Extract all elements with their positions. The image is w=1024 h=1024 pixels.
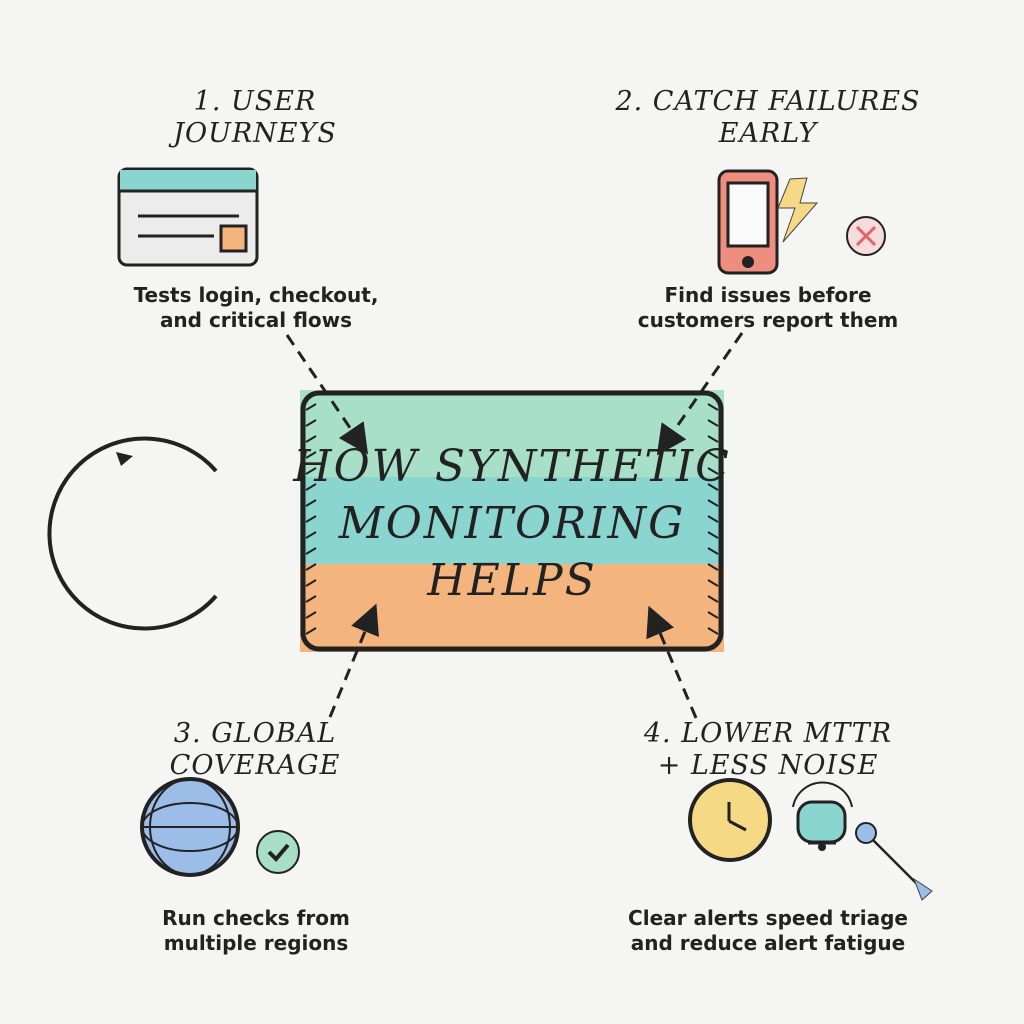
step-3-heading: 3. Global coverage xyxy=(130,718,380,782)
title-line-3: helps xyxy=(427,555,597,606)
cycle-arrow-icon xyxy=(47,436,218,631)
connector-arrow-3 xyxy=(328,603,379,718)
step-2-heading-line-1: 2. Catch failures xyxy=(615,86,921,117)
bell-icon xyxy=(792,781,853,851)
connector-arrow-2 xyxy=(656,332,744,456)
step-4-desc-line-1: Clear alerts speed triage xyxy=(628,906,908,930)
connector-arrow-4 xyxy=(646,605,698,719)
step-4-description: Clear alerts speed triage and reduce ale… xyxy=(600,906,936,956)
step-3-heading-line-1: 3. Global xyxy=(173,718,337,749)
step-1-description: Tests login, checkout, and critical flow… xyxy=(100,283,412,333)
connector-arrow-1 xyxy=(285,334,369,455)
step-2-desc-line-2: customers report them xyxy=(637,308,899,332)
globe-icon xyxy=(140,777,240,877)
step-4-heading-line-1: 4. Lower MTTR xyxy=(643,718,893,749)
step-3-desc-line-1: Run checks from xyxy=(162,906,350,930)
step-2-heading: 2. Catch failures early xyxy=(590,86,946,150)
checkmark-icon xyxy=(256,830,300,874)
page-title: How synthetic monitoring helps xyxy=(270,438,754,609)
step-1-heading-line-2: Journeys xyxy=(173,118,337,149)
step-1-desc-line-1: Tests login, checkout, xyxy=(133,283,379,307)
step-4-heading: 4. Lower MTTR + less noise xyxy=(606,718,930,782)
browser-window-icon xyxy=(117,167,259,267)
phone-icon xyxy=(717,169,779,275)
lightning-icon xyxy=(777,177,819,243)
step-4-desc-line-2: and reduce alert fatigue xyxy=(630,931,906,955)
clock-icon xyxy=(688,778,772,862)
step-3-desc-line-2: multiple regions xyxy=(163,931,349,955)
step-1-heading-line-1: 1. User xyxy=(193,86,317,117)
title-line-2: monitoring xyxy=(338,498,686,549)
step-2-desc-line-1: Find issues before xyxy=(664,283,872,307)
pin-icon xyxy=(855,822,933,901)
step-4-heading-line-2: + less noise xyxy=(657,750,879,781)
step-1-heading: 1. User Journeys xyxy=(130,86,380,150)
step-3-description: Run checks from multiple regions xyxy=(120,906,392,956)
step-3-heading-line-2: coverage xyxy=(169,750,341,781)
step-2-heading-line-2: early xyxy=(718,118,818,149)
step-1-desc-line-2: and critical flows xyxy=(159,308,353,332)
error-x-icon xyxy=(846,216,886,256)
step-2-description: Find issues before customers report them xyxy=(610,283,926,333)
